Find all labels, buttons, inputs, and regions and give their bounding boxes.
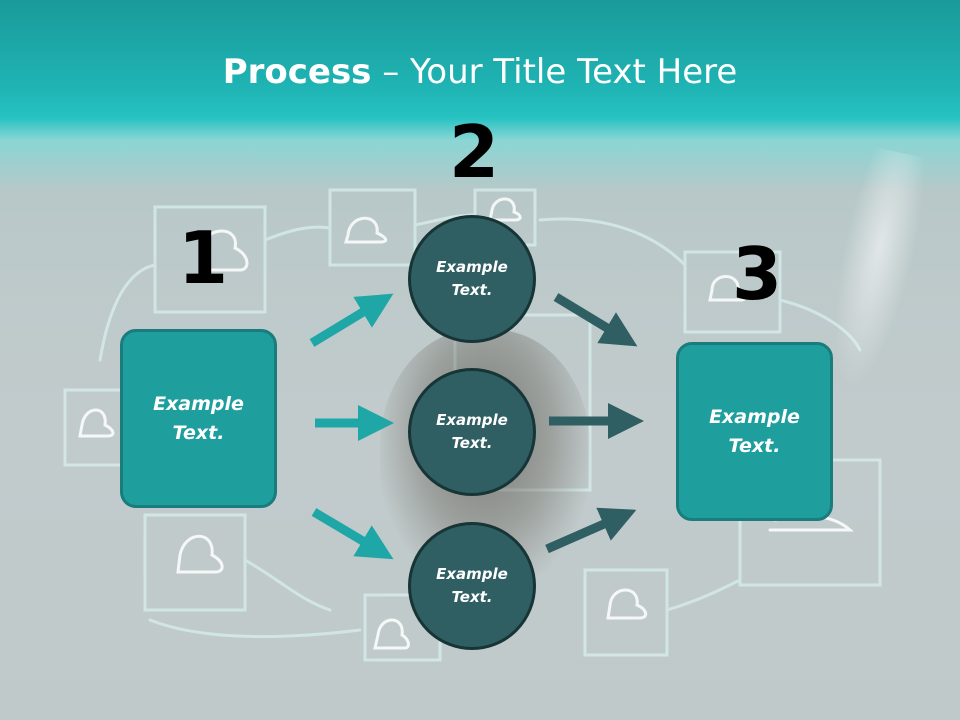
- circle-top: Example Text.: [408, 215, 536, 343]
- header-band: [0, 0, 960, 190]
- circle-middle: Example Text.: [408, 368, 536, 496]
- arrow-top-to-right: [553, 293, 638, 347]
- title-bold: Process: [222, 52, 372, 92]
- right-box-text: Example Text.: [709, 406, 800, 457]
- step-number-1: 1: [178, 216, 229, 300]
- circle-bottom: Example Text.: [408, 522, 536, 650]
- arrow-left-to-top: [309, 293, 394, 347]
- circle-middle-text: Example Text.: [436, 410, 508, 452]
- right-process-box: Example Text.: [676, 342, 833, 521]
- step-number-2: 2: [449, 110, 500, 194]
- slide-title: Process – Your Title Text Here: [0, 52, 960, 92]
- arrow-bottom-to-right: [545, 507, 637, 554]
- arrow-left-to-bottom: [311, 508, 394, 560]
- title-rest: – Your Title Text Here: [371, 52, 738, 92]
- step-number-3: 3: [732, 232, 783, 316]
- circle-top-text: Example Text.: [436, 257, 508, 299]
- circle-bottom-text: Example Text.: [436, 564, 508, 606]
- left-box-text: Example Text.: [153, 393, 244, 444]
- left-process-box: Example Text.: [120, 329, 277, 508]
